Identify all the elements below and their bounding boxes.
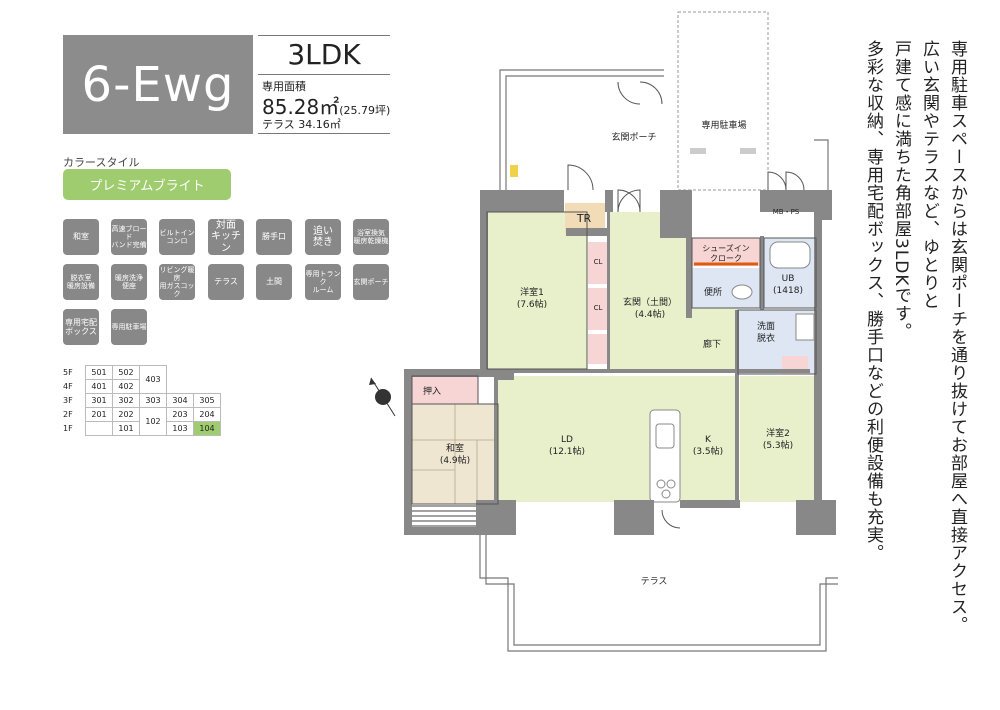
- feature-tile: テラス: [208, 264, 244, 300]
- color-style-button[interactable]: プレミアムブライト: [63, 169, 231, 200]
- description-line: 多彩な収納、専用宅配ボックス、勝手口などの利便設備も充実。: [863, 40, 883, 562]
- parking-hatch: [690, 148, 756, 154]
- washitsu-label: 和室: [446, 442, 464, 454]
- divider: [258, 35, 390, 36]
- cl-label: CL: [594, 304, 603, 312]
- kitchen-label: K: [705, 435, 712, 445]
- feature-tile: 専用トランク ルーム: [305, 264, 341, 300]
- shoe-closet-label: クローク: [710, 254, 742, 263]
- unit-type-name: 6-Ewg: [81, 56, 235, 113]
- area-value: 85.28㎡(25.79坪): [262, 91, 390, 120]
- feature-tile: 玄関ポーチ: [353, 264, 389, 300]
- ld-size: (12.1帖): [549, 445, 585, 457]
- floor-label: 3F: [63, 396, 73, 405]
- shoe-closet-fill: [692, 238, 760, 266]
- feature-tile: 専用駐車場: [111, 309, 147, 345]
- tr-label: TR: [576, 212, 592, 225]
- stair-stripes: [412, 505, 476, 527]
- sink: [655, 423, 675, 449]
- description-line: 戸建て感に満ちた角部屋3LDKです。: [891, 40, 911, 341]
- mbps-label: MB・PS: [773, 208, 800, 216]
- cl-fill: [588, 288, 608, 330]
- washitsu-size: (4.9帖): [440, 454, 470, 466]
- room1-size: (7.6帖): [517, 298, 547, 310]
- description-line: 専用駐車スペースからは玄関ポーチを通り抜けてお部屋へ直接アクセス。: [947, 40, 967, 634]
- washroom-label: 脱衣: [757, 332, 775, 344]
- floor-label: 2F: [63, 410, 73, 419]
- tatami-grid: [412, 404, 498, 504]
- description-line: 広い玄関やテラスなど、ゆとりと: [919, 40, 939, 310]
- unit-cell: 102: [139, 407, 167, 436]
- porch-label: 玄関ポーチ: [611, 131, 656, 143]
- toilet-bowl: [731, 284, 753, 300]
- cl-fill: [588, 334, 608, 364]
- feature-tile: ビルトイン コンロ: [159, 219, 195, 255]
- entrance-label: 玄関（土間）: [623, 296, 677, 308]
- room2-label: 洋室2: [766, 427, 790, 439]
- feature-tile: 脱衣室 暖房設備: [63, 264, 99, 300]
- room2-size: (5.3帖): [763, 439, 793, 451]
- room1-fill: [487, 212, 587, 369]
- ub-label: UB: [782, 274, 795, 284]
- floor-label: 5F: [63, 368, 73, 377]
- bathtub: [769, 241, 811, 269]
- room1-label: 洋室1: [520, 286, 544, 298]
- washroom-label: 洗面: [757, 320, 775, 332]
- entrance-size: (4.4帖): [635, 308, 665, 320]
- terrace-outline: [479, 533, 838, 652]
- parking-label: 専用駐車場: [701, 119, 746, 131]
- walls: [404, 190, 836, 535]
- unit-type-badge: 6-Ewg: [63, 35, 253, 134]
- unit-cell: 101: [112, 421, 140, 436]
- terrace-label: テラス: [641, 576, 668, 587]
- ld-label: LD: [561, 435, 573, 445]
- closet-fill: [412, 376, 478, 404]
- area-tsubo: (25.79坪): [339, 104, 391, 117]
- compass-icon: [369, 377, 396, 417]
- floor-unit-table: 5F 501 502 403 4F 401 402 3F 301 302 303…: [63, 365, 221, 436]
- stove: [656, 479, 676, 499]
- shoe-closet-label: シューズイン: [702, 243, 750, 253]
- kitchen-counter: [649, 409, 681, 503]
- corridor-fill: [610, 300, 738, 373]
- divider: [258, 74, 390, 75]
- room2-fill: [740, 376, 817, 502]
- feature-tile: 専用宅配 ボックス: [63, 309, 99, 345]
- washbasin: [795, 313, 815, 341]
- toilet-label: 便所: [704, 286, 722, 298]
- feature-tile: 暖房洗浄 便座: [111, 264, 147, 300]
- ld-fill: [498, 376, 738, 502]
- feature-tile: 和室: [63, 219, 99, 255]
- closet-label: 押入: [423, 385, 441, 397]
- terrace-area: テラス 34.16㎡: [262, 118, 341, 131]
- cl-label: CL: [594, 258, 603, 266]
- feature-tile: リビング暖房 用ガスコック: [159, 264, 195, 300]
- color-style-label: カラースタイル: [63, 156, 140, 169]
- parking-area: [677, 11, 769, 191]
- porch-outline: [499, 69, 829, 203]
- feature-tile: 土間: [256, 264, 292, 300]
- door-swings: [567, 81, 805, 529]
- plan-type: 3LDK: [287, 38, 361, 71]
- ub-size-label: (1418): [773, 286, 803, 296]
- inner-lines: [411, 211, 817, 505]
- kitchen-size: (3.5帖): [693, 445, 723, 457]
- floor-label: 4F: [63, 382, 73, 391]
- feature-tile: 勝手口: [256, 219, 292, 255]
- floor-label: 1F: [63, 424, 73, 433]
- meter-box: [510, 165, 518, 177]
- cl-fill: [588, 242, 608, 284]
- corridor-label: 廊下: [703, 338, 721, 350]
- divider: [258, 133, 390, 134]
- feature-tile: 浴室換気 暖房乾燥機: [353, 219, 389, 255]
- area-label: 専用面積: [262, 80, 306, 93]
- room-labels: 玄関ポーチ 専用駐車場 TR MB・PS CL CL シューズイン クローク 便…: [423, 119, 803, 587]
- feature-tile: 高速ブロード バンド完備: [111, 219, 147, 255]
- feature-tile: 対面 キッチン: [208, 219, 244, 255]
- area-sqm: 85.28㎡: [262, 95, 340, 119]
- unit-cell-highlighted: 104: [193, 421, 221, 436]
- feature-tile: 追い 焚き: [305, 219, 341, 255]
